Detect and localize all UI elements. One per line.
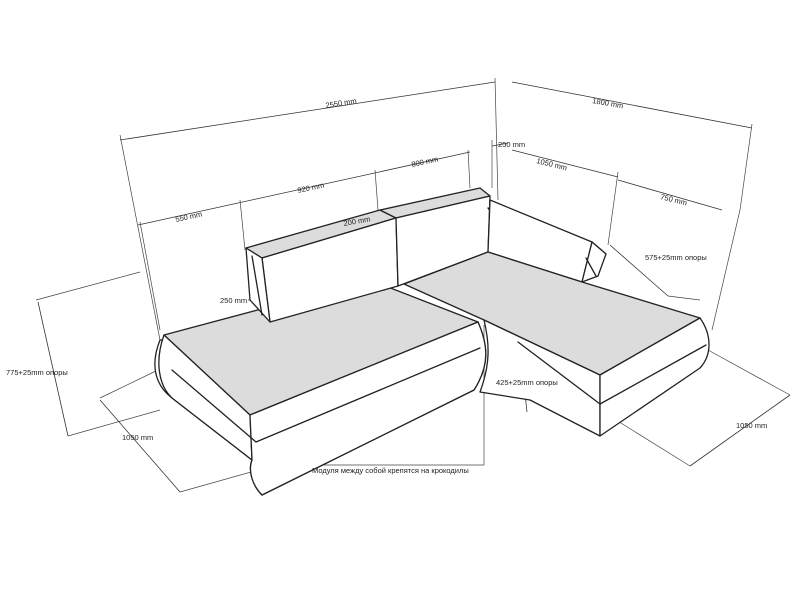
dimension-lines [35,77,791,493]
label-right-width: 1800 mm [592,96,624,110]
sofa-right-module [403,199,710,437]
sofa-left-module [154,279,487,496]
sofa-left-backrest [245,187,491,323]
label-mounting-note: Модуля между собой крепятся на крокодилы [312,466,469,475]
label-mid-back-width: 800 mm [411,155,439,169]
label-armrest-width: 550 mm [175,210,203,224]
label-corner-gap: 250 mm [498,140,525,149]
label-right-arm-length: 750 mm [660,192,688,207]
label-arm-thickness: 250 mm [220,296,247,305]
label-left-back-width: 920 mm [297,181,325,195]
label-right-back-width: 1050 mm [536,156,569,172]
label-right-height: 575+25mm опоры [645,253,707,262]
label-seat-height: 425+25mm опоры [496,378,558,387]
label-left-depth: 1050 mm [122,433,153,442]
label-left-height: 775+25mm опоры [6,368,68,377]
label-right-depth: 1050 mm [736,421,767,430]
label-total-width: 2550 mm [325,96,357,110]
